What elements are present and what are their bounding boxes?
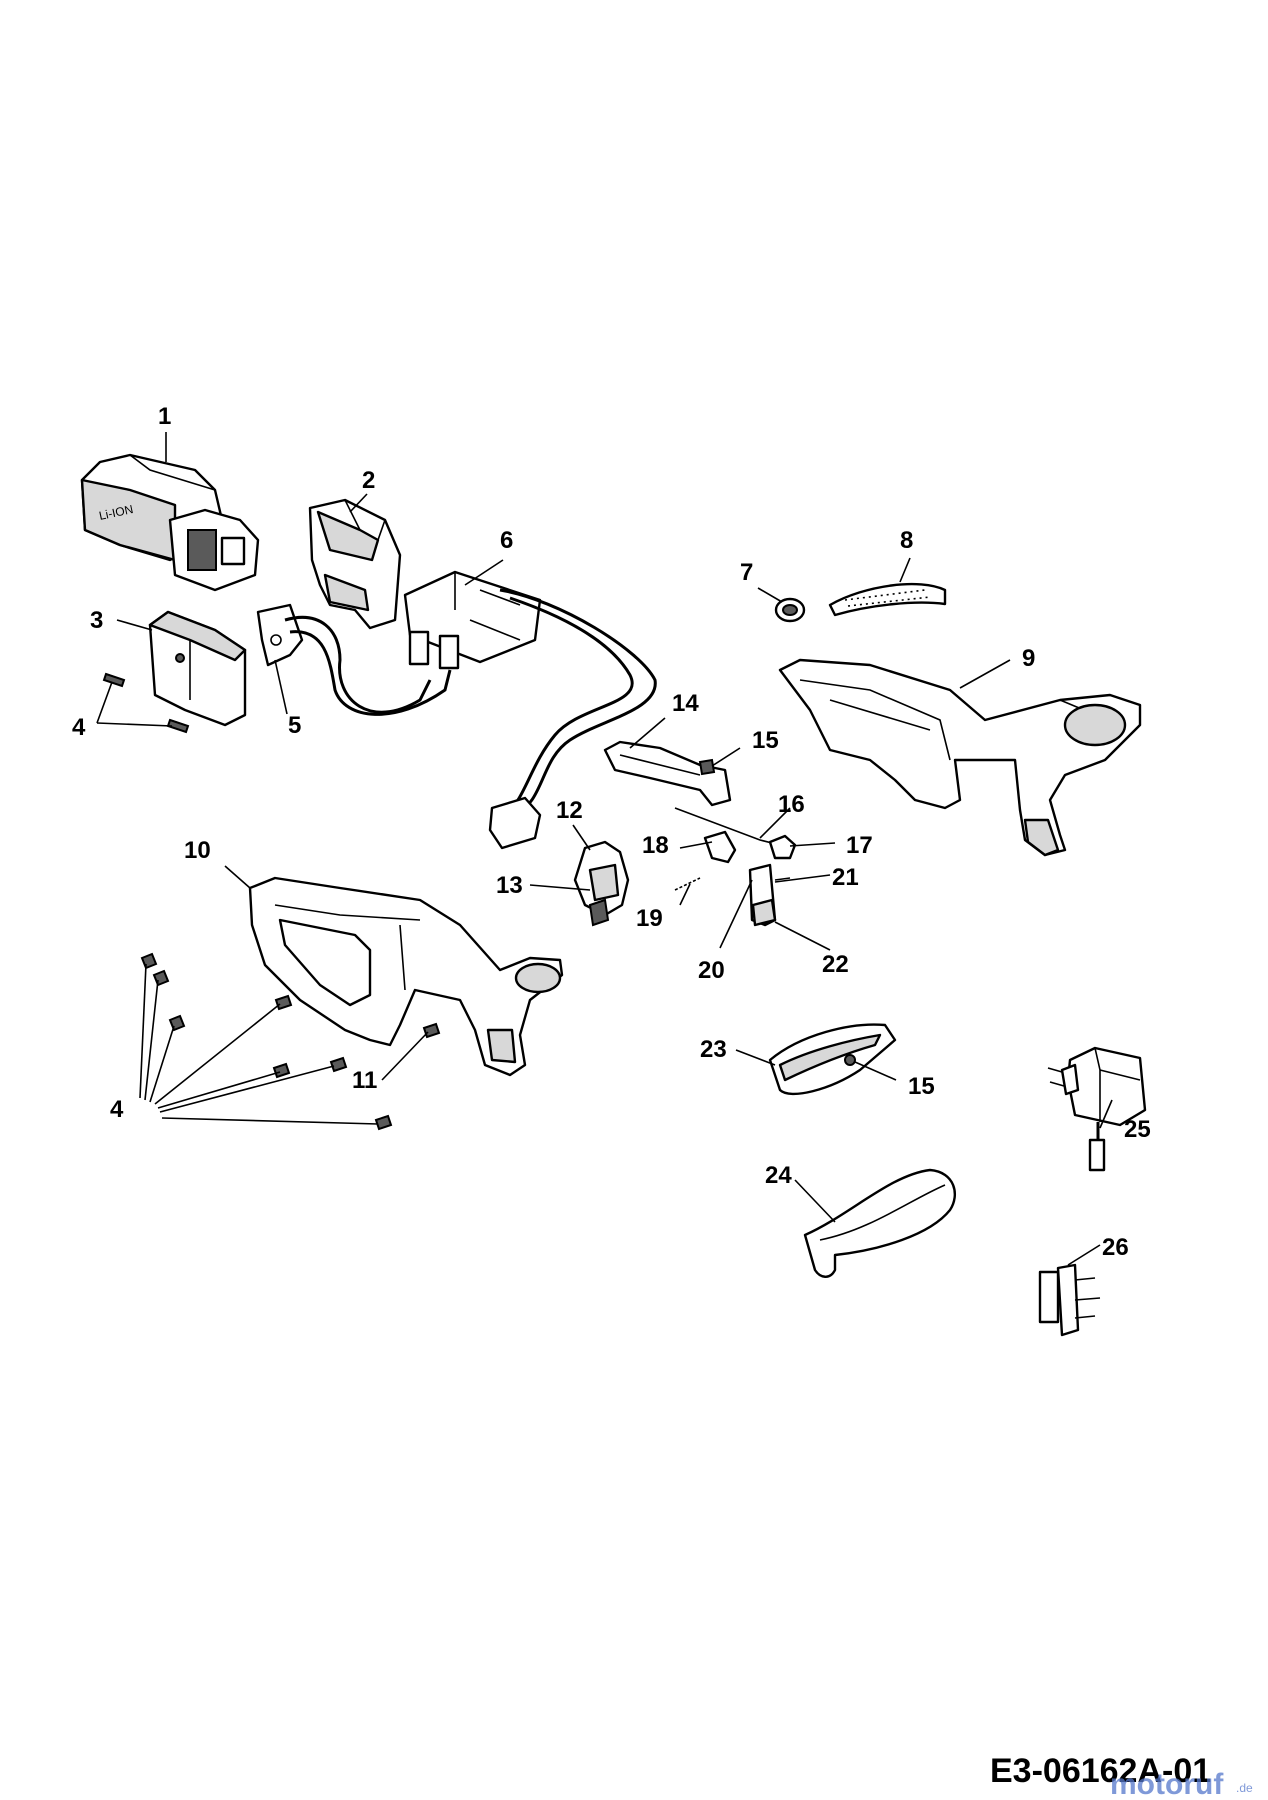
part-9-handle-right (778, 658, 1142, 857)
callout-15-lower: 15 (908, 1073, 935, 1100)
part-25-charger (1047, 1046, 1147, 1172)
watermark-brand: motoruf (1110, 1768, 1224, 1800)
drawing-code: E3-06162A-01 (990, 1752, 1211, 1790)
callout-26: 26 (1102, 1234, 1129, 1261)
callout-16: 16 (778, 791, 805, 818)
callout-18: 18 (642, 832, 669, 859)
part-6-circuit-board (403, 570, 657, 850)
part-1-battery-pack: Li-ION (80, 453, 260, 592)
part-12-switch-housing (573, 840, 630, 927)
part-5-contact-plate (256, 603, 452, 716)
callout-15-upper: 15 (752, 727, 779, 754)
callout-3: 3 (90, 607, 103, 634)
callout-21: 21 (832, 864, 859, 891)
callout-11: 11 (352, 1067, 377, 1094)
callout-labels: 1 2 3 4 4 5 6 7 8 9 10 11 12 13 14 15 15… (72, 403, 1151, 1261)
part-2-battery-holder (308, 498, 402, 630)
callout-25: 25 (1124, 1116, 1151, 1143)
callout-9: 9 (1022, 645, 1035, 672)
callout-19: 19 (636, 905, 663, 932)
callout-22: 22 (822, 951, 849, 978)
part-17-lock-piece (768, 834, 797, 860)
callout-24: 24 (765, 1162, 792, 1189)
part-3-cover (148, 610, 247, 727)
callout-17: 17 (846, 832, 873, 859)
callout-5: 5 (288, 712, 301, 739)
callout-14: 14 (672, 690, 699, 717)
part-14-trigger-lever (603, 740, 732, 807)
callout-20: 20 (698, 957, 725, 984)
watermark-suffix: .de (1236, 1781, 1253, 1795)
watermark: motoruf .de (1110, 1768, 1253, 1800)
callout-4-upper: 4 (72, 714, 86, 741)
callout-7: 7 (740, 559, 753, 586)
part-4-screws-upper (102, 672, 190, 734)
part-20-21-22-switch-contacts (748, 863, 791, 927)
part-8-grip-insert (828, 582, 947, 617)
callout-1: 1 (158, 403, 171, 430)
part-26-plug-adapter (1038, 1263, 1101, 1337)
part-24-hand-guard (803, 1168, 957, 1278)
part-23-cap (768, 1023, 897, 1096)
callout-6: 6 (500, 527, 513, 554)
callout-4-lower: 4 (110, 1096, 124, 1123)
callout-2: 2 (362, 467, 375, 494)
callout-10: 10 (184, 837, 211, 864)
part-7-grommet (774, 597, 806, 623)
part-4-screws-lower (140, 952, 441, 1131)
leader-lines (96, 432, 1113, 1266)
callout-13: 13 (496, 872, 523, 899)
callout-8: 8 (900, 527, 913, 554)
callout-23: 23 (700, 1036, 727, 1063)
part-18-clip (703, 830, 737, 864)
part-10-handle-left (248, 876, 564, 1077)
callout-12: 12 (556, 797, 583, 824)
